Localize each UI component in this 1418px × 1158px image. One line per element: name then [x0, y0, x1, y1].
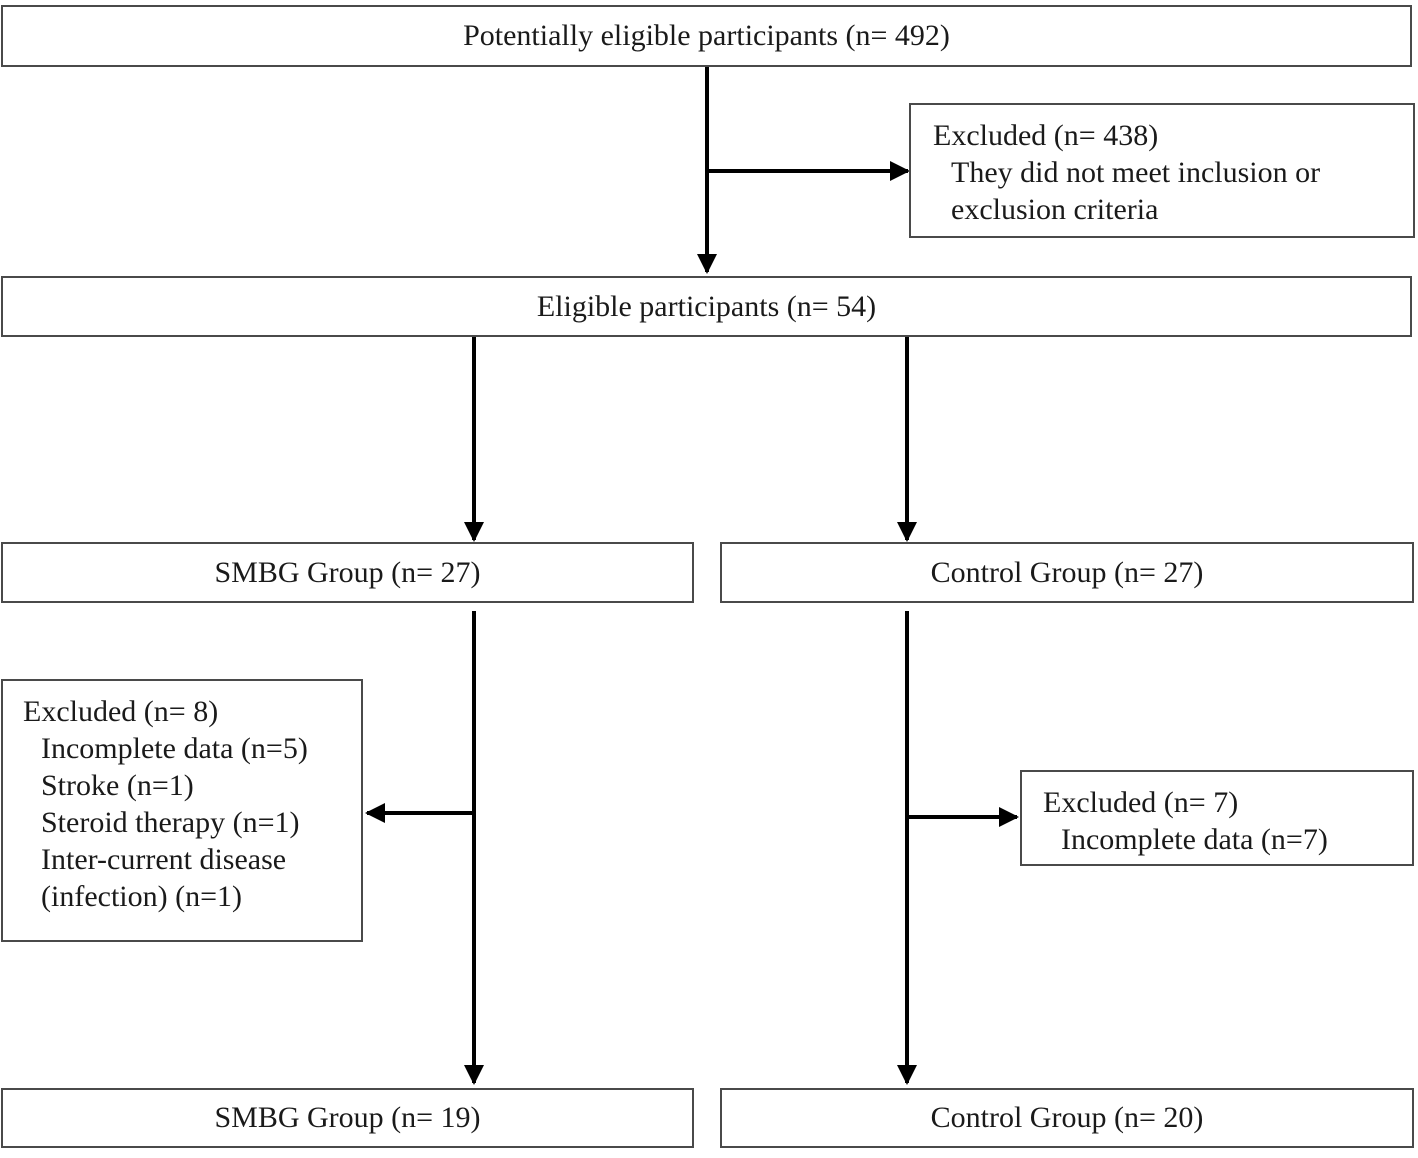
excluded-control-reason: Incomplete data (n=7) — [1061, 823, 1328, 856]
excluded-smbg-reason: (infection) (n=1) — [41, 880, 243, 913]
excluded-smbg-reason: Stroke (n=1) — [41, 769, 194, 802]
excluded-smbg-box: Excluded (n= 8) Incomplete data (n=5) St… — [1, 679, 363, 942]
control-group-final-label: Control Group (n= 20) — [930, 1101, 1204, 1134]
excluded-top-heading: Excluded (n= 438) — [933, 119, 1159, 152]
smbg-group-initial-box: SMBG Group (n= 27) — [1, 542, 694, 603]
control-group-initial-label: Control Group (n= 27) — [930, 555, 1204, 589]
excluded-smbg-heading: Excluded (n= 8) — [23, 695, 219, 728]
smbg-group-final-box: SMBG Group (n= 19) — [1, 1088, 694, 1148]
eligible-participants-box: Eligible participants (n= 54) — [1, 276, 1412, 337]
excluded-top-box: Excluded (n= 438) They did not meet incl… — [909, 103, 1415, 238]
excluded-control-box: Excluded (n= 7) Incomplete data (n=7) — [1020, 770, 1414, 866]
potential-participants-label: Potentially eligible participants (n= 49… — [463, 19, 950, 52]
potential-participants-box: Potentially eligible participants (n= 49… — [1, 5, 1412, 67]
excluded-smbg-reason: Inter-current disease — [41, 843, 287, 876]
excluded-top-reason-line1: They did not meet inclusion or — [951, 156, 1321, 189]
excluded-control-heading: Excluded (n= 7) — [1043, 786, 1239, 819]
control-group-initial-box: Control Group (n= 27) — [720, 542, 1414, 603]
control-group-final-box: Control Group (n= 20) — [720, 1088, 1414, 1148]
excluded-top-reason-line2: exclusion criteria — [951, 193, 1159, 226]
excluded-smbg-reason: Steroid therapy (n=1) — [41, 806, 300, 839]
smbg-group-initial-label: SMBG Group (n= 27) — [214, 555, 481, 589]
eligible-participants-label: Eligible participants (n= 54) — [536, 289, 877, 323]
smbg-group-final-label: SMBG Group (n= 19) — [214, 1101, 481, 1134]
excluded-smbg-reason: Incomplete data (n=5) — [41, 732, 308, 765]
